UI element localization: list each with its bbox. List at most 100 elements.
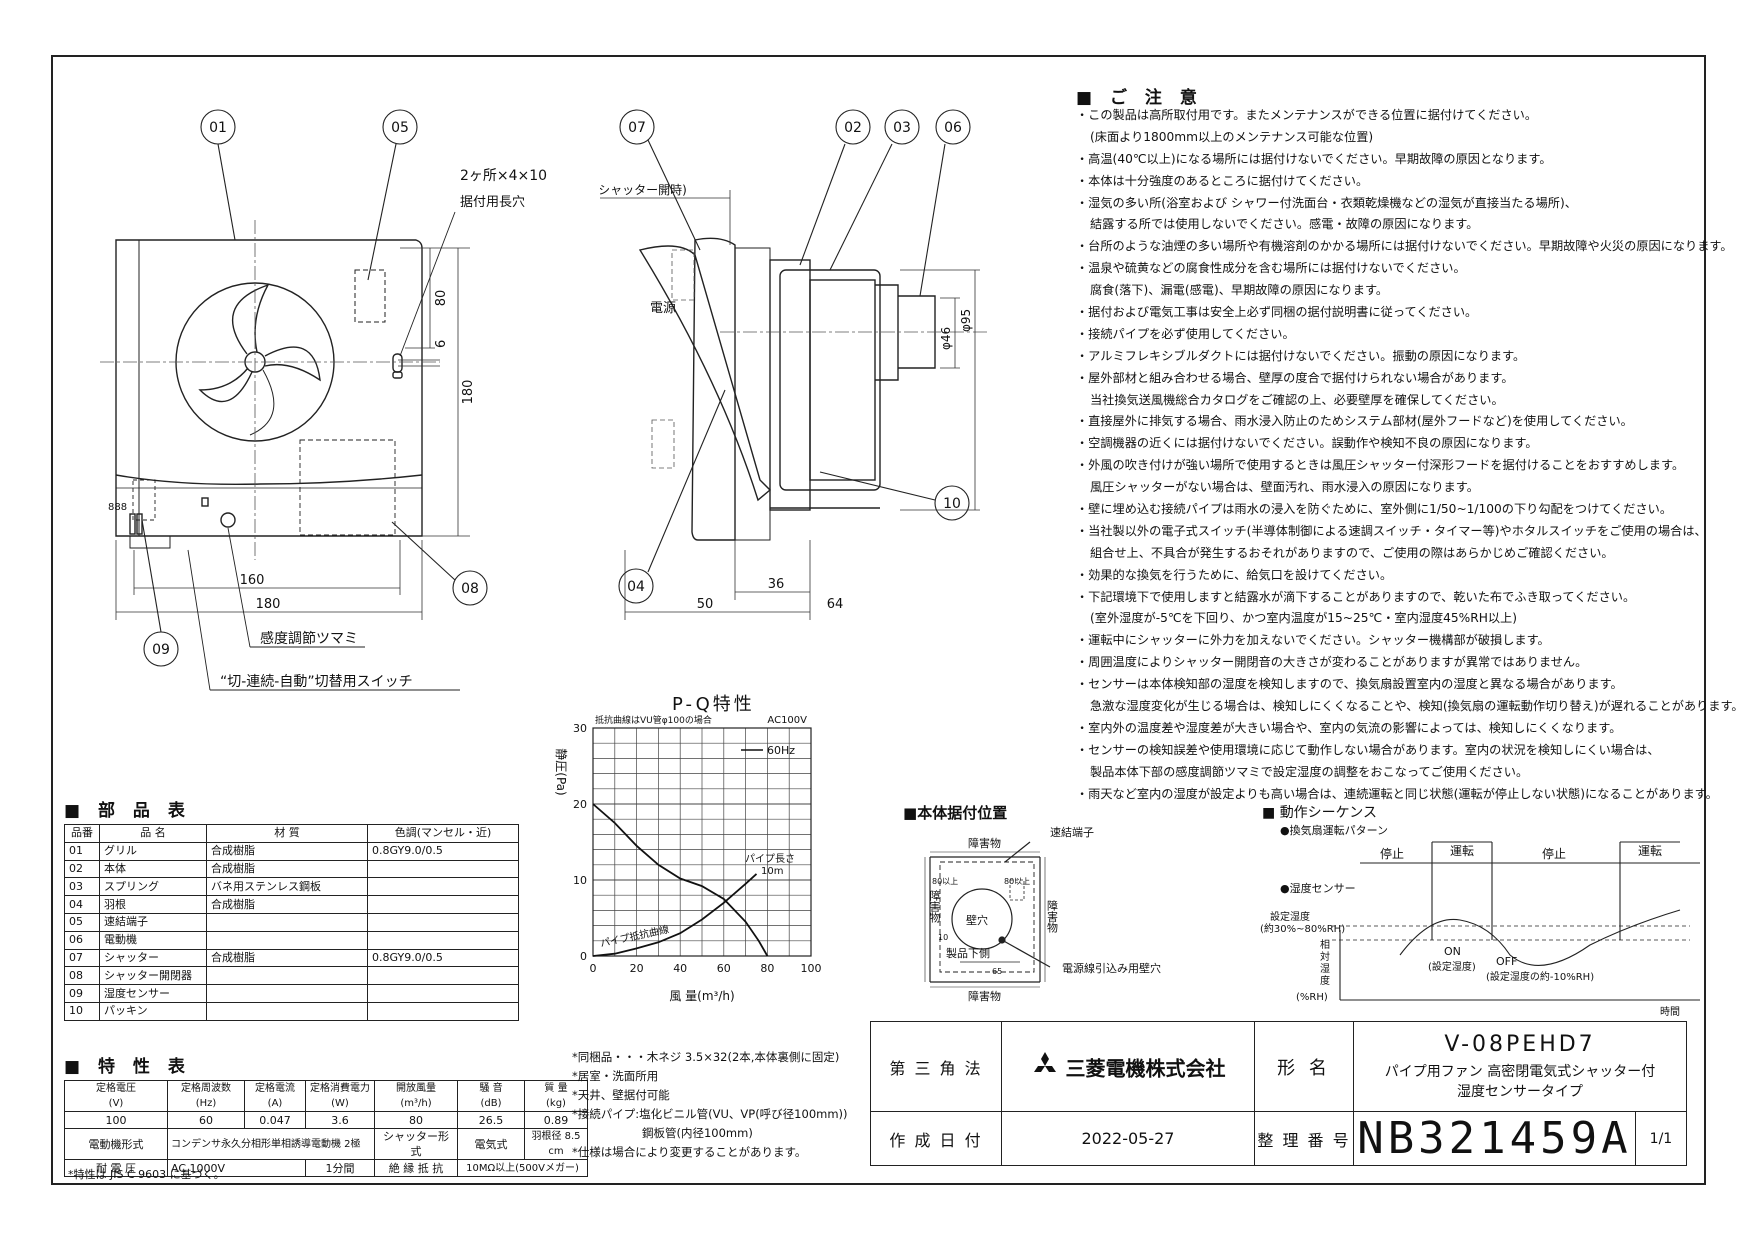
parts-header-name: 品 名 — [99, 824, 207, 843]
parts-header-color: 色調(マンセル・近) — [367, 824, 519, 843]
callout-04: 04 — [627, 579, 645, 595]
bottom-note-3: *天井、壁据付可能 — [572, 1088, 670, 1102]
dim-6: 6 — [434, 340, 449, 348]
spec-withstand-label: 耐 電 圧 — [64, 1159, 168, 1177]
series-label-pipe: パイプ抵抗曲線 — [599, 923, 670, 950]
model-cell: V-08PEHD7 パイプ用ファン 高密閉電気式シャッター付 湿度センサータイプ — [1353, 1021, 1687, 1112]
note-line: 製品本体下部の感度調節ツマミで設定湿度の調整をおこなってご使用ください。 — [1090, 764, 1529, 779]
dim-65: 65 — [992, 967, 1002, 976]
series-line-1 — [592, 873, 758, 957]
spec-current: 0.047 — [244, 1111, 306, 1129]
parts-cell-name: スプリング — [99, 877, 207, 897]
note-line: ・接続パイプを必ず使用してください。 — [1076, 326, 1295, 341]
note-line: ・高温(40℃以上)になる場所には据付けないでください。早期故障の原因となります… — [1076, 151, 1552, 166]
note-line: ・この製品は高所取付用です。またメンテナンスができる位置に据付けてください。 — [1076, 108, 1538, 122]
parts-cell-no: 04 — [64, 895, 100, 914]
model-desc-1: パイプ用ファン 高密閉電気式シャッター付 — [1384, 1064, 1656, 1080]
set-humidity-1: 設定湿度 — [1270, 910, 1310, 923]
notes-list: ・この製品は高所取付用です。またメンテナンスができる位置に据付けてください。 (床… — [1076, 105, 1744, 806]
slot-note-1: 2ヶ所×4×10 — [460, 168, 547, 184]
annotation-top-right: AC100V — [767, 715, 807, 726]
y-axis-2: 対 — [1320, 950, 1330, 963]
note-line: ・センサーの検知誤差や使用環境に応じて動作しない場合があります。室内の状況を検知… — [1076, 742, 1660, 757]
spec-airflow: 80 — [374, 1111, 458, 1129]
obstacle-right: 障害物 — [1046, 899, 1059, 933]
parts-cell-name: 本体 — [99, 859, 207, 879]
note-line: ・室内外の温度差や湿度差が大きい場合や、室内の気流の影響によっては、検知しにくく… — [1076, 720, 1622, 735]
note-line: ・雨天など室内の湿度が設定よりも高い場合は、連続運転と同じ状態(運転が停止しない… — [1076, 786, 1718, 801]
callout-10: 10 — [943, 496, 961, 512]
off-label: OFF — [1496, 955, 1517, 968]
number-label: 整 理 番 号 — [1254, 1111, 1354, 1166]
spec-voltage: 100 — [64, 1111, 168, 1129]
spec-freq: 60 — [167, 1111, 245, 1129]
parts-cell-color — [367, 966, 519, 986]
spec-title: ■ 特 性 表 — [64, 1057, 191, 1077]
parts-cell-color — [367, 1001, 519, 1021]
bottom-note-6: *仕様は場合により変更することがあります。 — [572, 1145, 807, 1159]
note-line: 急激な湿度変化が生じる場合は、検知しにくくなることや、検知(換気扇の運転動作切り… — [1090, 699, 1744, 714]
sensor-label: ●湿度センサー — [1280, 881, 1356, 895]
parts-cell-name: 湿度センサー — [99, 984, 207, 1003]
title-block: 第 三 角 法 三菱電機株式会社 形 名 V-08PEHD7 パイプ用ファン 高… — [870, 1021, 1688, 1166]
parts-header-no: 品番 — [64, 824, 100, 843]
y-tick-label: 0 — [580, 950, 587, 963]
parts-cell-color — [367, 930, 519, 950]
power-label: 電源 — [650, 301, 676, 316]
legend-label: 60Hz — [767, 744, 795, 757]
obstacle-top: 障害物 — [968, 836, 1001, 850]
parts-cell-material: 合成樹脂 — [206, 841, 368, 861]
note-line: ・壁に埋め込む接続パイプは雨水の浸入を防ぐために、室外側に1/50~1/100の… — [1076, 502, 1673, 517]
parts-cell-color — [367, 859, 519, 879]
note-line: ・効果的な換気を行うために、給気口を設けてください。 — [1076, 567, 1393, 582]
obstacle-bottom: 障害物 — [968, 989, 1001, 1002]
parts-cell-material — [206, 966, 368, 986]
spec-withstand-value: AC 1000V — [167, 1159, 306, 1177]
y-axis-label: 静圧(Pa) — [554, 748, 568, 795]
parts-cell-material: 合成樹脂 — [206, 948, 368, 968]
parts-cell-no: 02 — [64, 859, 100, 879]
parts-cell-no: 01 — [64, 841, 100, 861]
chart-title: P-Q特性 — [672, 694, 755, 715]
parts-cell-material — [206, 1001, 368, 1021]
note-line: (室外湿度が-5℃を下回り、かつ室内温度が15~25℃・室内湿度45%RH以上) — [1090, 611, 1517, 626]
spec-h-power: 定格消費電力 (W) — [305, 1080, 375, 1112]
parts-cell-name: 速結端子 — [99, 912, 207, 932]
annotation-top-left: 抵抗曲線はVU管φ100の場合 — [595, 714, 712, 726]
side-view: 電源 (95) (シャッター開時) φ46 φ95 36 50 64 07 02… — [600, 109, 990, 620]
shutter-dim: (95) (シャッター開時) — [600, 183, 687, 197]
callout-01: 01 — [209, 120, 227, 136]
state-run-2: 運転 — [1638, 844, 1662, 858]
slot-note-2: 据付用長穴 — [460, 195, 525, 210]
dim-80-b: 80以上 — [1004, 877, 1030, 886]
spec-h-voltage: 定格電圧 (V) — [64, 1080, 168, 1112]
parts-cell-color: 0.8GY9.0/0.5 — [367, 841, 519, 861]
parts-cell-name: シャッター — [99, 948, 207, 968]
spec-withstand-time: 1分間 — [305, 1159, 375, 1177]
note-line: 組合せ上、不具合が発生するおそれがありますので、ご使用の際はあらかじめご確認くだ… — [1090, 545, 1614, 560]
dim-phi95: φ95 — [959, 309, 973, 332]
time-label: 時間 — [1660, 1006, 1680, 1018]
knob-label: 感度調節ツマミ — [260, 630, 358, 647]
note-line: (床面より1800mm以上のメンテナンス可能な位置) — [1090, 129, 1374, 144]
callout-09: 09 — [152, 642, 170, 658]
y-tick-label: 10 — [573, 874, 587, 887]
x-tick-label: 20 — [630, 962, 644, 975]
model-name: V-08PEHD7 — [1444, 1032, 1596, 1057]
dim-160: 160 — [240, 573, 265, 588]
spec-blade-value: 8.5 cm — [548, 1131, 581, 1157]
page-number: 1/1 — [1634, 1111, 1688, 1166]
x-tick-label: 60 — [717, 962, 731, 975]
pipe-length-value: 10m — [761, 866, 783, 877]
parts-cell-color: 0.8GY9.0/0.5 — [367, 948, 519, 968]
spec-h-airflow: 開放風量 (m³/h) — [374, 1080, 458, 1112]
wall-hole-label: 壁穴 — [966, 913, 988, 927]
front-view: 888 160 180 80 6 180 2ヶ所×4×10 据付用長穴 01 0… — [100, 109, 547, 691]
parts-cell-name: 羽根 — [99, 895, 207, 914]
parts-title: ■ 部 品 表 — [64, 801, 191, 821]
